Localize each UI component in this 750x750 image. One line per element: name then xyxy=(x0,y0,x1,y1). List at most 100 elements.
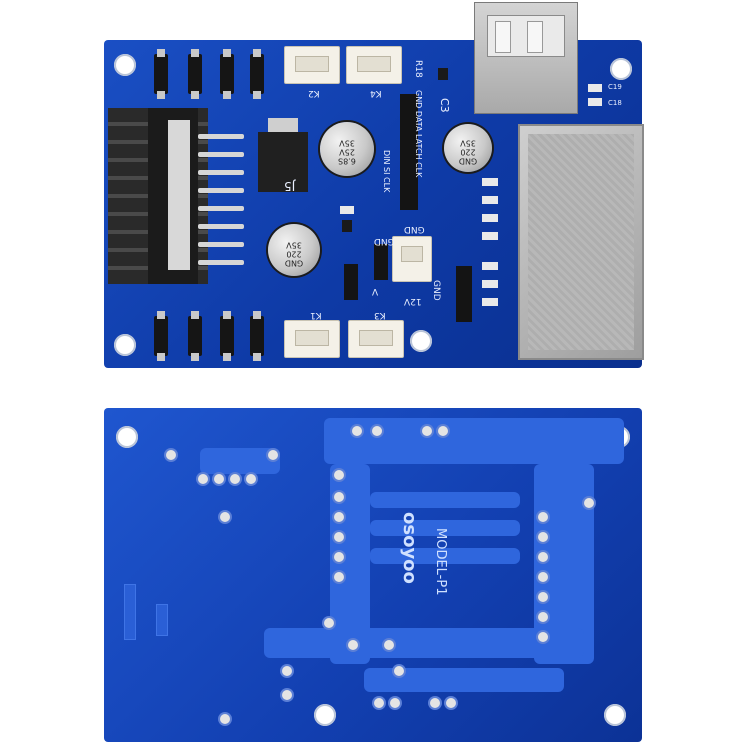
solder-joint xyxy=(334,512,344,522)
capacitor-label: GND 220 35V xyxy=(458,139,478,166)
voltage-regulator xyxy=(258,132,308,192)
label-j5: J5 xyxy=(284,179,296,193)
mosfet xyxy=(250,311,264,361)
label-k1: K1 xyxy=(310,310,322,320)
power-ic-tab xyxy=(168,120,190,270)
copper-trace xyxy=(264,628,584,658)
label-v: V xyxy=(372,286,379,296)
solder-joint xyxy=(438,426,448,436)
solder-joint xyxy=(394,666,404,676)
resistor xyxy=(482,196,498,204)
solder-joint xyxy=(334,552,344,562)
capacitor-smd xyxy=(588,98,602,106)
mosfet xyxy=(188,311,202,361)
smd-pad xyxy=(124,584,136,640)
solder-joint xyxy=(166,450,176,460)
solder-joint xyxy=(334,572,344,582)
solder-joint xyxy=(334,492,344,502)
solder-joint xyxy=(198,474,208,484)
label-header-pins-2: DIN SI CLK xyxy=(382,150,391,193)
ic-pin xyxy=(198,188,244,193)
label-c3: C3 xyxy=(438,98,451,113)
solder-joint xyxy=(538,612,548,622)
copper-trace xyxy=(200,448,280,474)
label-header-pins: GND DATA LATCH CLK xyxy=(414,90,423,178)
solder-joint xyxy=(282,690,292,700)
solder-joint xyxy=(334,470,344,480)
mounting-hole xyxy=(314,704,336,726)
mounting-hole xyxy=(116,426,138,448)
ic-pin xyxy=(198,170,244,175)
label-c18: C18 xyxy=(608,99,622,107)
resistor xyxy=(342,220,352,232)
label-k3: K3 xyxy=(374,310,386,320)
ic-pin xyxy=(198,242,244,247)
capacitor-smd xyxy=(588,84,602,92)
connector-k2 xyxy=(284,46,340,84)
capacitor: 6.8S 25V 35V xyxy=(320,122,374,176)
smd-pad xyxy=(156,604,168,636)
jumper-header xyxy=(344,264,358,300)
resistor xyxy=(482,298,498,306)
resistor xyxy=(482,178,498,186)
capacitor: GND 220 35V xyxy=(444,124,492,172)
pin-header xyxy=(400,94,418,210)
solder-joint xyxy=(268,450,278,460)
solder-joint xyxy=(334,532,344,542)
jumper-header xyxy=(374,244,388,280)
capacitor-label: 6.8S 25V 35V xyxy=(338,138,356,166)
solder-joint xyxy=(538,532,548,542)
solder-joint xyxy=(538,592,548,602)
solder-joint xyxy=(214,474,224,484)
label-gnd-top: GND xyxy=(374,236,395,246)
copper-trace xyxy=(370,520,520,536)
capacitor: GND 220 35V xyxy=(268,224,320,276)
mosfet xyxy=(220,311,234,361)
resistor xyxy=(482,214,498,222)
label-gnd-mid: GND xyxy=(404,224,425,234)
usb-contact xyxy=(495,21,511,53)
ic-pin xyxy=(198,206,244,211)
connector-k1 xyxy=(284,320,340,358)
pin-header-small xyxy=(456,266,472,322)
solder-joint xyxy=(538,552,548,562)
mounting-hole xyxy=(114,54,136,76)
resistor xyxy=(438,68,448,80)
solder-joint xyxy=(538,572,548,582)
label-c19: C19 xyxy=(608,83,622,91)
connector-k3 xyxy=(348,320,404,358)
solder-joint xyxy=(390,698,400,708)
copper-trace xyxy=(370,492,520,508)
solder-joint xyxy=(372,426,382,436)
usb-a-port xyxy=(474,2,578,114)
solder-joint xyxy=(282,666,292,676)
mosfet xyxy=(154,311,168,361)
copper-trace xyxy=(324,418,624,464)
solder-joint xyxy=(352,426,362,436)
mounting-hole xyxy=(610,58,632,80)
ic-pin xyxy=(198,134,244,139)
mosfet xyxy=(220,49,234,99)
solder-joint xyxy=(220,512,230,522)
rf-shield-surface xyxy=(528,134,634,350)
model-label: MODEL-P1 xyxy=(433,528,448,596)
rf-shield-can xyxy=(518,124,644,360)
regulator-tab xyxy=(268,118,298,132)
copper-trace xyxy=(370,548,520,564)
pcb-bottom-side xyxy=(104,408,642,742)
label-12v: 12V xyxy=(404,296,422,306)
resistor xyxy=(482,280,498,288)
solder-joint xyxy=(422,426,432,436)
mosfet xyxy=(188,49,202,99)
solder-joint xyxy=(584,498,594,508)
solder-joint xyxy=(384,640,394,650)
solder-joint xyxy=(220,714,230,724)
solder-joint xyxy=(538,632,548,642)
led xyxy=(340,206,354,214)
resistor xyxy=(482,232,498,240)
mounting-hole xyxy=(410,330,432,352)
mosfet xyxy=(154,49,168,99)
solder-joint xyxy=(324,618,334,628)
resistor xyxy=(482,262,498,270)
brand-logo: osoyoo xyxy=(399,512,420,584)
